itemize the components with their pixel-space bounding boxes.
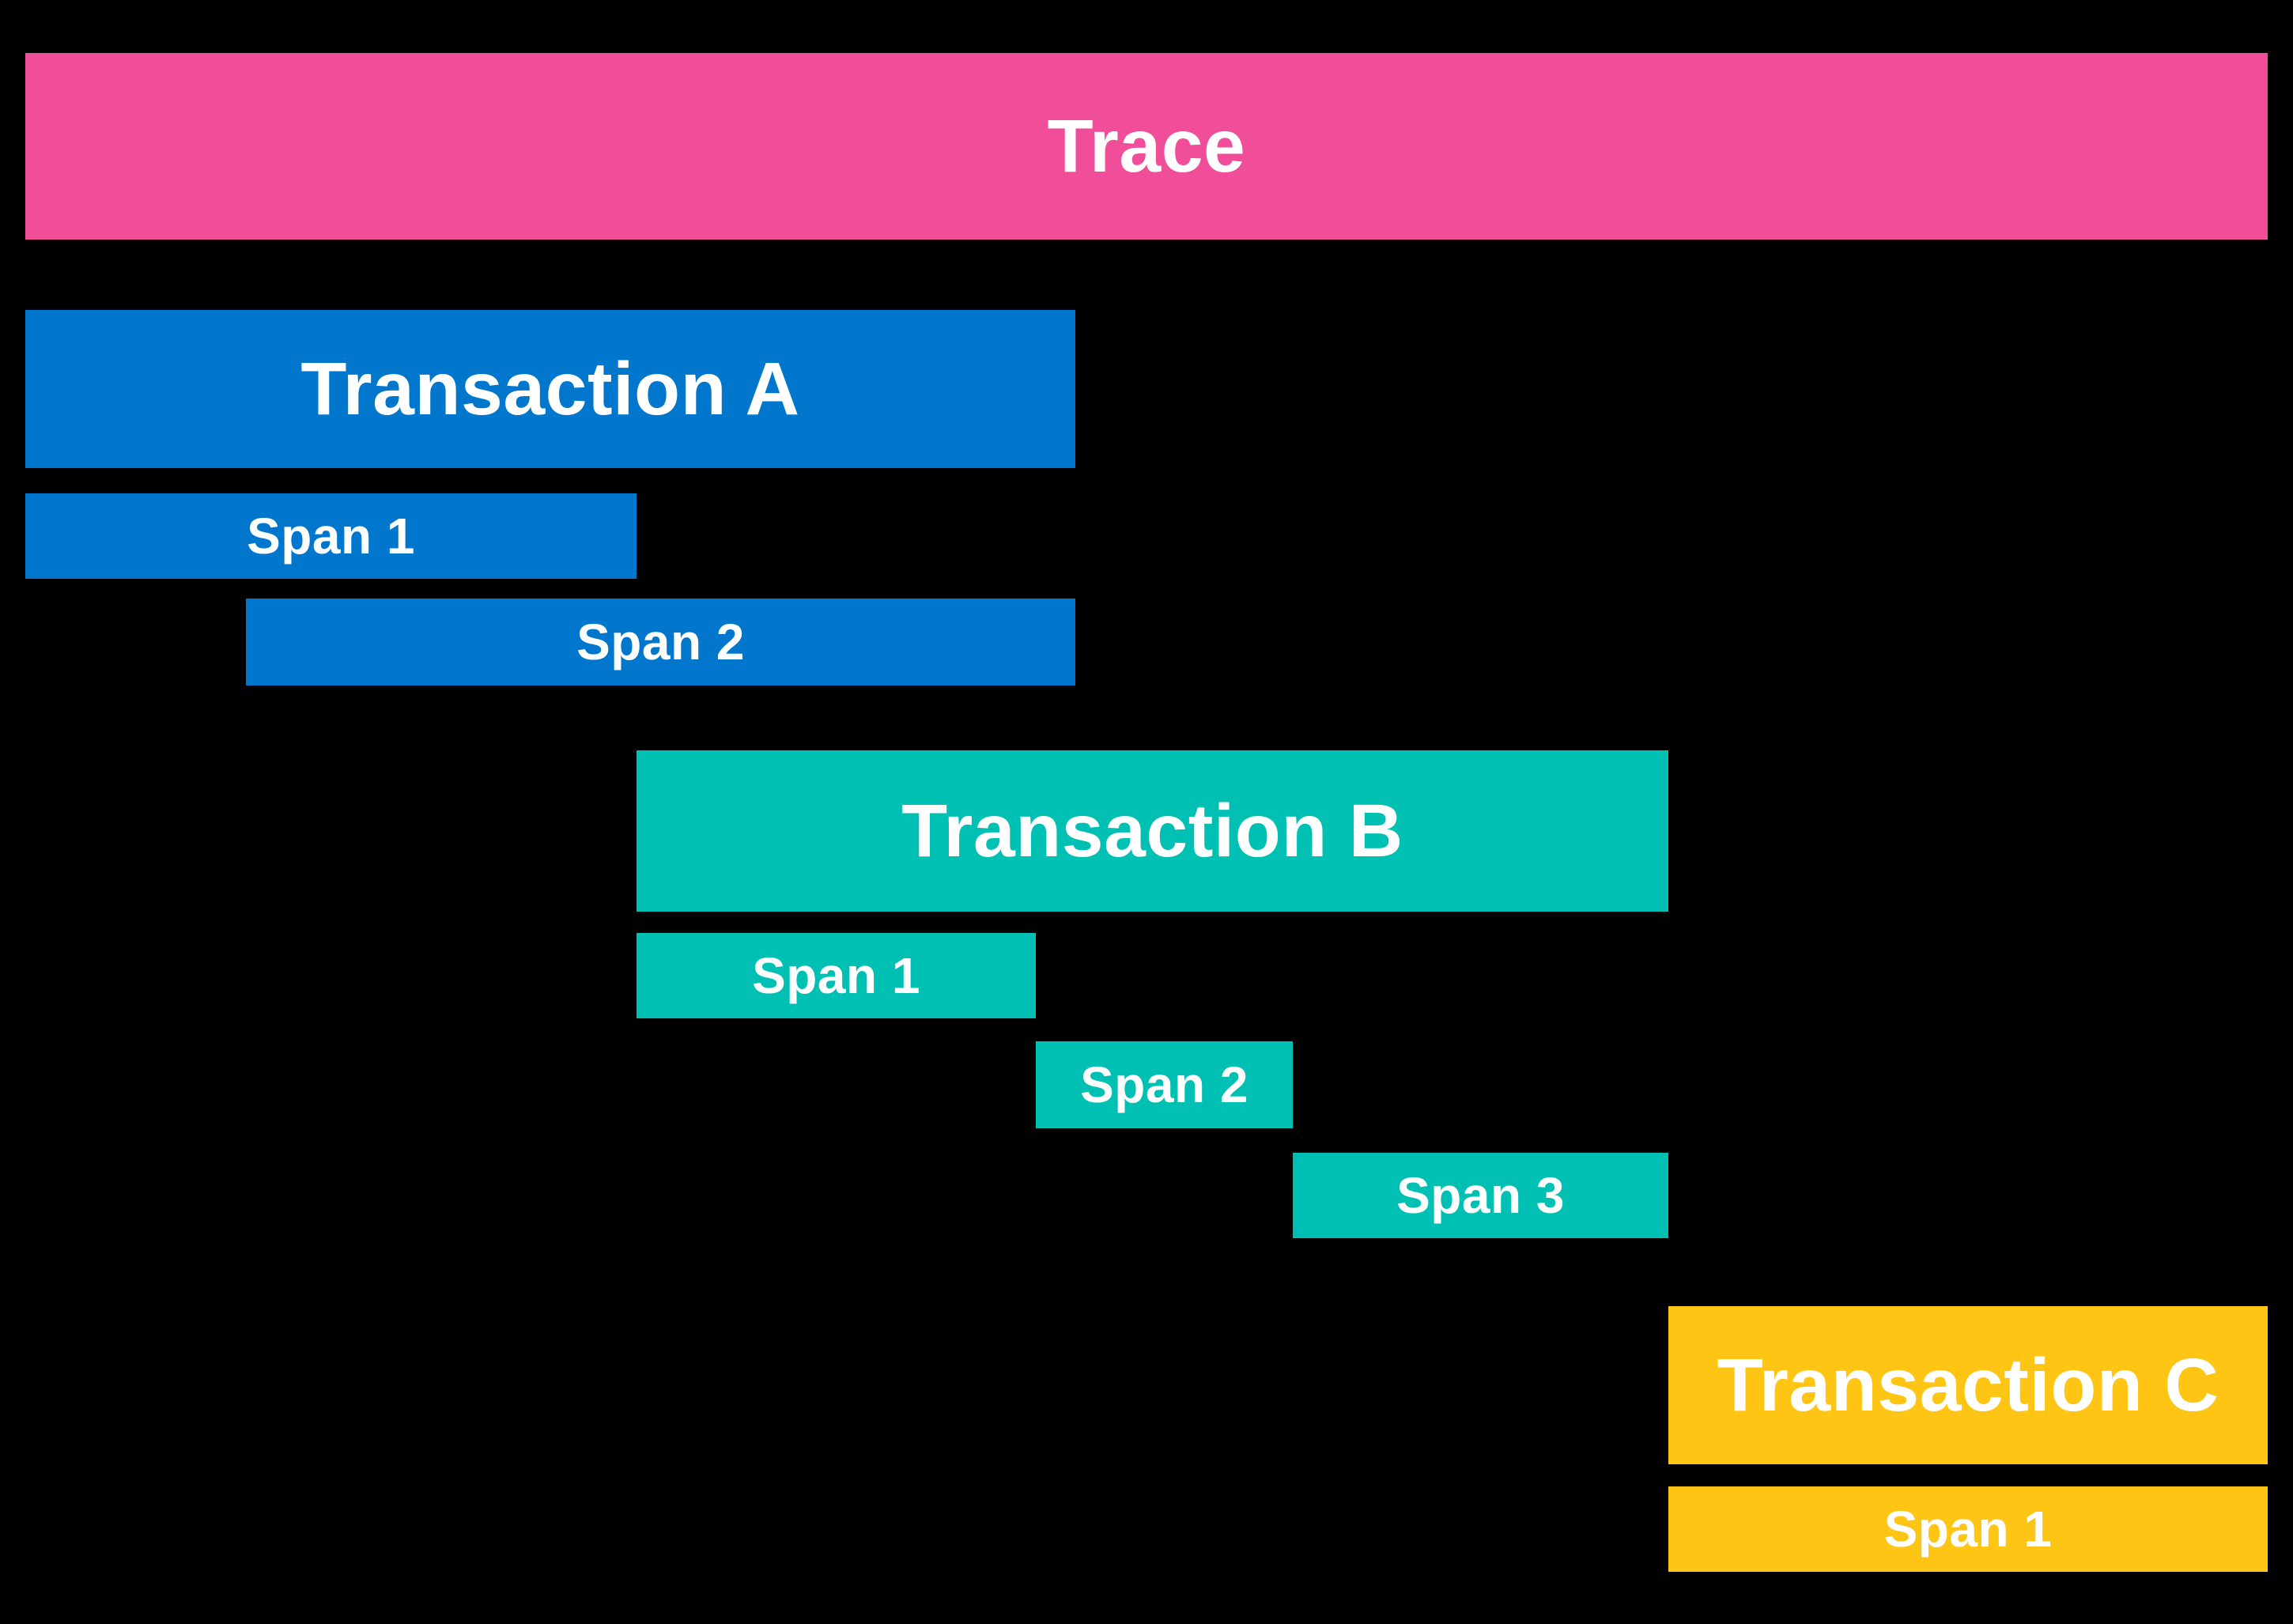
transaction-a-span-1-label: Span 1 — [247, 508, 415, 565]
transaction-a-span-2-bar: Span 2 — [246, 599, 1075, 685]
trace-label: Trace — [1047, 104, 1246, 188]
transaction-b-span-2-label: Span 2 — [1080, 1056, 1248, 1113]
transaction-c-label: Transaction C — [1717, 1343, 2219, 1427]
transaction-a-span-2-label: Span 2 — [576, 614, 745, 670]
transaction-c-span-1-bar: Span 1 — [1668, 1486, 2268, 1572]
transaction-a-label: Transaction A — [300, 346, 800, 431]
transaction-c-bar: Transaction C — [1668, 1306, 2268, 1464]
transaction-b-span-1-label: Span 1 — [752, 947, 920, 1004]
transaction-b-span-1-bar: Span 1 — [637, 933, 1036, 1018]
transaction-c-span-1-label: Span 1 — [1883, 1501, 2053, 1558]
transaction-a-bar: Transaction A — [25, 310, 1075, 468]
trace-bar: Trace — [25, 53, 2268, 240]
transaction-b-span-3-label: Span 3 — [1396, 1167, 1565, 1224]
transaction-b-label: Transaction B — [901, 788, 1403, 873]
transaction-b-span-2-bar: Span 2 — [1036, 1041, 1293, 1128]
transaction-b-bar: Transaction B — [637, 750, 1668, 912]
transaction-a-span-1-bar: Span 1 — [25, 493, 637, 579]
transaction-b-span-3-bar: Span 3 — [1293, 1153, 1668, 1238]
